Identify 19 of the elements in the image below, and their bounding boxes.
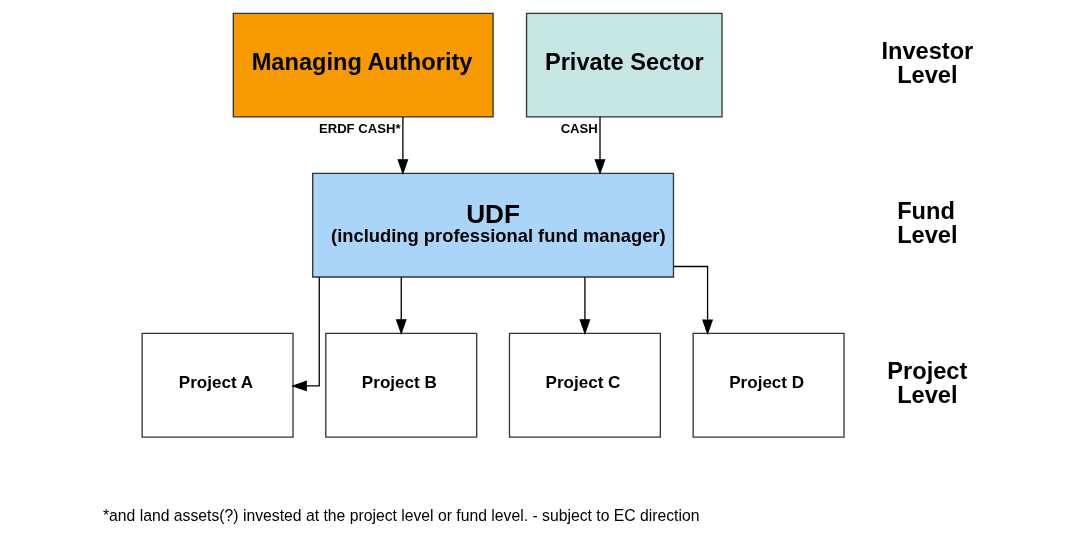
arrow [397, 116, 409, 175]
label: Project Level [887, 358, 968, 408]
node-box: UDF (including professional fund manager) [312, 172, 675, 278]
arrow [291, 276, 320, 392]
arrow [579, 276, 591, 335]
node-box: Private Sector [525, 12, 723, 118]
edge-label: CASH [560, 121, 598, 137]
node-box: Project A [141, 332, 294, 438]
arrow [395, 276, 407, 335]
node-box: Project D [692, 332, 845, 438]
edge-label: ERDF CASH* [318, 121, 401, 137]
label: *and land assets(?) invested at the project level or fund level. - subject to EC direction [103, 507, 700, 525]
arrow [672, 265, 714, 336]
node-box: Managing Authority [232, 12, 494, 118]
arrow [594, 116, 606, 175]
node-box: Project C [508, 332, 661, 438]
node-box: Project B [325, 332, 478, 438]
label: Fund Level [897, 198, 958, 248]
label: Investor Level [881, 38, 974, 88]
